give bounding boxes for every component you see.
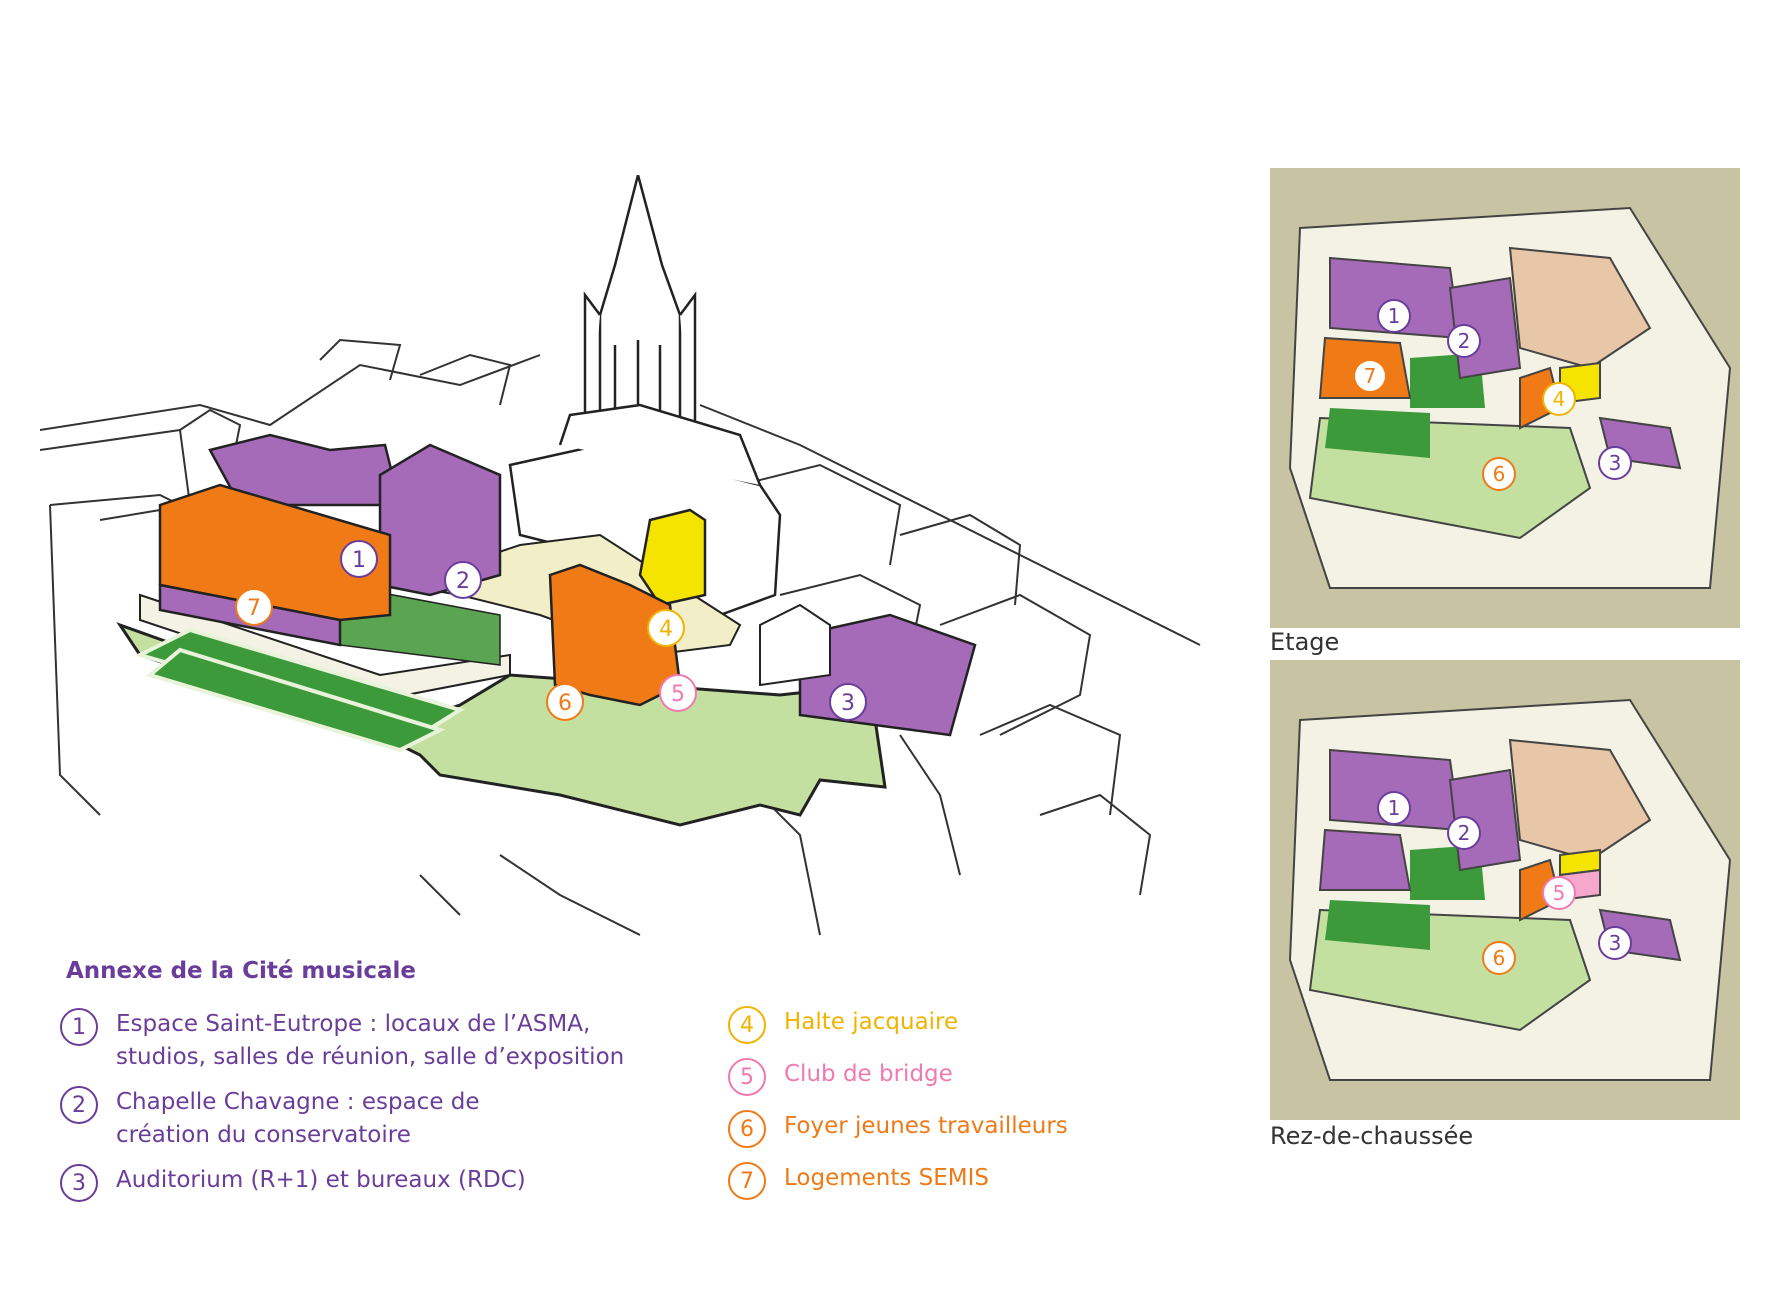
- marker-1: 1: [340, 540, 378, 578]
- plan-etage-marker-3: 3: [1609, 451, 1622, 475]
- plan-rdc-marker-3: 3: [1609, 931, 1622, 955]
- marker-7: 7: [235, 588, 273, 626]
- plan-rdc-marker-2: 2: [1458, 821, 1471, 845]
- plan-etage-marker-4: 4: [1553, 387, 1566, 411]
- legend-number-4: 4: [728, 1006, 766, 1044]
- plan-rdc-marker-5: 5: [1553, 881, 1566, 905]
- legend-item-3-line1: Auditorium (R+1) et bureaux (RDC): [116, 1167, 526, 1193]
- plan-etage-marker-2: 2: [1458, 329, 1471, 353]
- legend-number-1: 1: [60, 1008, 98, 1046]
- building-4: [638, 508, 707, 607]
- svg-text:3: 3: [841, 691, 855, 716]
- axonometric-sketch: 1 2 7 4 5 6 3: [40, 175, 1201, 936]
- legend-item-2-line2: création du conservatoire: [116, 1122, 411, 1148]
- legend-item-3: 3 Auditorium (R+1) et bureaux (RDC): [60, 1164, 720, 1202]
- plan-rdc-caption: Rez-de-chaussée: [1270, 1122, 1474, 1150]
- plan-rdc-marker-1: 1: [1388, 796, 1401, 820]
- legend-number-7: 7: [728, 1162, 766, 1200]
- legend-item-4-line1: Halte jacquaire: [784, 1009, 959, 1035]
- legend-number-6: 6: [728, 1110, 766, 1148]
- legend-item-6: 6 Foyer jeunes travailleurs: [728, 1110, 1128, 1148]
- legend-item-1: 1 Espace Saint-Eutrope : locaux de l’ASM…: [60, 1008, 720, 1074]
- terrace-platform: [139, 593, 511, 702]
- svg-text:5: 5: [671, 682, 685, 707]
- plan-etage-marker-7: 7: [1364, 364, 1377, 388]
- legend-item-2-line1: Chapelle Chavagne : espace de: [116, 1089, 480, 1115]
- svg-text:6: 6: [558, 691, 572, 716]
- small-house: [759, 603, 831, 687]
- legend-item-6-line1: Foyer jeunes travailleurs: [784, 1113, 1068, 1139]
- plan-rdc-marker-6: 6: [1493, 946, 1506, 970]
- plan-etage-marker-1: 1: [1388, 304, 1401, 328]
- legend-left-column: 1 Espace Saint-Eutrope : locaux de l’ASM…: [60, 1008, 720, 1202]
- marker-4: 4: [647, 609, 685, 647]
- legend-number-2: 2: [60, 1086, 98, 1124]
- marker-6: 6: [546, 683, 584, 721]
- marker-2: 2: [444, 561, 482, 599]
- marker-3: 3: [829, 683, 867, 721]
- plan-rdc: 1 2 5 6 3: [1270, 660, 1740, 1120]
- legend-right-column: 4 Halte jacquaire 5 Club de bridge 6 Foy…: [728, 1006, 1128, 1200]
- plan-etage: 1 2 7 4 6 3: [1270, 168, 1740, 628]
- legend-item-5-line1: Club de bridge: [784, 1061, 953, 1087]
- svg-text:4: 4: [659, 617, 673, 642]
- legend-title: Annexe de la Cité musicale: [66, 958, 416, 984]
- svg-text:2: 2: [456, 569, 470, 594]
- legend-number-3: 3: [60, 1164, 98, 1202]
- marker-5: 5: [659, 674, 697, 712]
- legend-item-7-line1: Logements SEMIS: [784, 1165, 990, 1191]
- legend-item-7: 7 Logements SEMIS: [728, 1162, 1128, 1200]
- legend-item-4: 4 Halte jacquaire: [728, 1006, 1128, 1044]
- plan-etage-caption: Etage: [1270, 628, 1340, 656]
- plan-etage-marker-6: 6: [1493, 462, 1506, 486]
- legend-item-1-line2: studios, salles de réunion, salle d’expo…: [116, 1044, 625, 1070]
- legend-item-1-line1: Espace Saint-Eutrope : locaux de l’ASMA,: [116, 1011, 591, 1037]
- legend-item-2: 2 Chapelle Chavagne : espace de création…: [60, 1086, 720, 1152]
- svg-text:7: 7: [247, 596, 261, 621]
- svg-text:1: 1: [352, 548, 366, 573]
- building-2: [378, 443, 502, 597]
- legend-number-5: 5: [728, 1058, 766, 1096]
- garden-plots: [134, 627, 465, 753]
- legend-item-5: 5 Club de bridge: [728, 1058, 1128, 1096]
